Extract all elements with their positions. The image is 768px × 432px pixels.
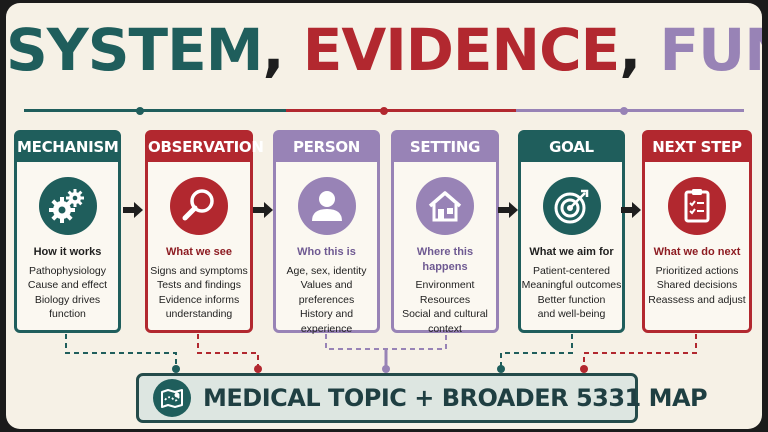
title-rule-red xyxy=(286,109,516,112)
title-rule-dot-2 xyxy=(380,107,388,115)
card-header: SETTING xyxy=(394,133,496,162)
title-rule-purple xyxy=(516,109,744,112)
card-subtitle: Where this happens xyxy=(416,246,474,273)
bottom-banner: MEDICAL TOPIC + BROADER 5331 MAP xyxy=(136,373,708,423)
arrow-right-icon xyxy=(498,202,518,218)
card-line: Social and cultural xyxy=(402,308,488,320)
card-line: and well-being xyxy=(537,308,606,320)
card-header: OBSERVATION xyxy=(148,133,264,162)
card-line: Cause and effect xyxy=(27,279,108,291)
card-line: understanding xyxy=(165,308,233,320)
card-line: context xyxy=(428,322,462,335)
card-line: Meaningful outcomes xyxy=(521,279,622,291)
page-title: SYSTEM, EVIDENCE, FUNCTION xyxy=(6,5,762,95)
card-line: Evidence informs xyxy=(158,293,240,306)
card-line: Age, sex, identity xyxy=(286,264,367,277)
card-header: NEXT STEP xyxy=(645,133,749,162)
card-subtitle: What we aim for xyxy=(529,246,614,258)
title-rule-dot-3 xyxy=(620,107,628,115)
card-goal: GOAL What we aim for Patient-centered Me… xyxy=(518,130,625,333)
card-subtitle: What we see xyxy=(165,246,233,258)
card-line: Shared decisions xyxy=(656,279,738,291)
card-subtitle: How it works xyxy=(33,246,102,258)
card-line: Reassess and adjust xyxy=(648,293,746,306)
arrow-right-icon xyxy=(253,202,273,218)
card-observation: OBSERVATION What we see Signs and sympto… xyxy=(145,130,264,333)
card-line: Environment xyxy=(415,279,475,291)
gears-icon xyxy=(38,177,97,235)
card-line: Tests and findings xyxy=(156,279,242,291)
card-line: Prioritized actions xyxy=(655,264,739,277)
title-comma-2: , xyxy=(619,16,641,84)
card-next-step: NEXT STEP What we do next Prioritized ac… xyxy=(642,130,752,333)
card-header: MECHANISM xyxy=(17,133,119,162)
house-icon xyxy=(416,177,474,235)
infographic-canvas: SYSTEM, EVIDENCE, FUNCTION MECHANISM xyxy=(6,3,762,429)
card-line: Pathophysiology xyxy=(28,264,107,277)
title-rule-teal xyxy=(24,109,286,112)
card-header: PERSON xyxy=(276,133,377,162)
card-line: Biology drives xyxy=(34,293,101,306)
card-subtitle: Who this is xyxy=(297,246,356,258)
card-line: function xyxy=(49,308,86,320)
person-icon xyxy=(297,177,356,235)
title-comma-1: , xyxy=(262,16,284,84)
target-icon xyxy=(542,177,601,235)
arrow-right-icon xyxy=(621,202,641,218)
card-setting: SETTING Where this happens Environment R… xyxy=(391,130,499,335)
magnifier-icon xyxy=(170,177,228,235)
card-person: PERSON Who this is Age, sex, identity Va… xyxy=(273,130,380,335)
card-line: Signs and symptoms xyxy=(150,264,248,277)
title-function: FUNCTION xyxy=(659,16,762,84)
clipboard-icon xyxy=(668,177,726,235)
card-line: experience xyxy=(300,322,353,335)
card-header: GOAL xyxy=(521,133,622,162)
arrow-right-icon xyxy=(123,202,143,218)
bottom-banner-text: MEDICAL TOPIC + BROADER 5331 MAP xyxy=(203,384,708,412)
title-system: SYSTEM xyxy=(6,16,263,84)
card-mechanism: MECHANISM xyxy=(14,130,121,333)
card-line: History and xyxy=(299,308,354,320)
card-line: Resources xyxy=(419,293,471,306)
title-rule-dot-1 xyxy=(136,107,144,115)
card-line: Values and preferences xyxy=(298,279,355,306)
card-line: Patient-centered xyxy=(532,264,611,277)
card-subtitle: What we do next xyxy=(653,246,741,258)
map-icon xyxy=(153,379,191,417)
title-evidence: EVIDENCE xyxy=(302,16,621,84)
card-line: Better function xyxy=(537,293,606,306)
